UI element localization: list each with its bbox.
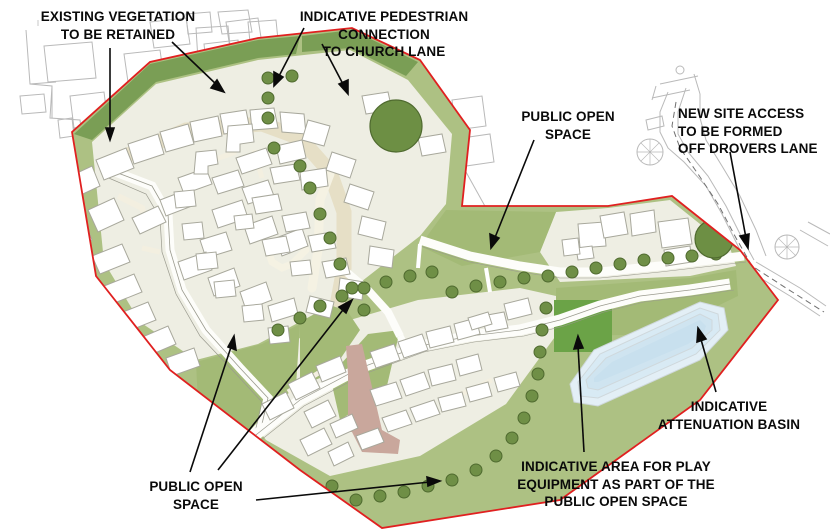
proposed-trees [72, 69, 723, 528]
attenuation-basin [569, 301, 729, 407]
site-boundary-red-line [71, 27, 780, 529]
footpath-links [416, 243, 492, 293]
drovers-lane-centreline [671, 101, 825, 313]
proposed-buildings-inner [173, 123, 351, 345]
retained-trees-large [369, 99, 734, 259]
site-extent [72, 28, 778, 528]
drovers-lane-context [636, 65, 830, 317]
proposed-buildings-south [261, 297, 533, 467]
annotation-leaders [104, 27, 750, 501]
